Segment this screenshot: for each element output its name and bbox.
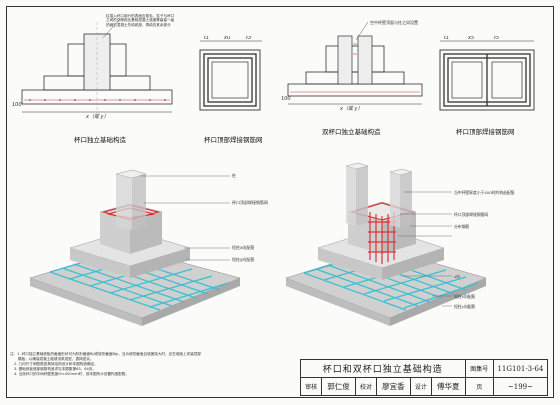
- iso-right-label-4: 短柱x向配筋: [454, 294, 476, 299]
- iso-left-label-3: 短柱y向配筋: [232, 256, 254, 262]
- iso-right-label-3: x向: [454, 274, 461, 279]
- dim-t5-right: t5: [494, 36, 499, 41]
- dim-100-left: 100: [12, 102, 22, 108]
- iso-right-label-0: 当中杯壁厚度小于400时的构造配筋: [454, 190, 515, 195]
- iso-right-label-5: 短柱y向配筋: [454, 304, 476, 309]
- double-cup-section: x（或 y） 100 空中杯壁顶面与柱之间设置: [282, 19, 423, 112]
- note-line: 模板，以确保混凝土能够浇筑成型、振捣密实。: [18, 357, 94, 361]
- check-label: 校对: [354, 377, 378, 396]
- iso-left-label-2: 短柱x向配筋: [232, 244, 254, 250]
- dim-xx-left: x（或 y）: [85, 113, 109, 120]
- single-cup-isometric: [29, 169, 241, 326]
- double-cup-isometric: [285, 162, 487, 326]
- single-cup-iso-leaders: 柱 杯口顶部焊接钢筋网 短柱x向配筋 短柱y向配筋: [140, 172, 268, 262]
- dim-t1-left: t1: [204, 36, 209, 41]
- notes-block: 注：1. 杯口独立基础底板的截面形状可为阶形截面BJj或坡形截面BJp，当为坡形…: [10, 352, 300, 377]
- dim-xx-right: x（或 y）: [339, 105, 363, 112]
- atlas-label: 图集号: [464, 359, 494, 378]
- caption-single-cup-section: 杯口独立基础构造: [74, 137, 126, 144]
- iso-left-label-1: 杯口顶部焊接钢筋网: [232, 199, 268, 205]
- caption-double-cup-section: 双杯口独立基础构造: [322, 129, 381, 136]
- double-cup-plan: t1 x5 t5: [439, 36, 535, 111]
- note-line: 4. 当双杯口的中间杯壁宽度t5<400mm时，按本图所示设置构造配筋。: [14, 372, 129, 376]
- caption-double-cup-mesh: 杯口顶部焊接钢筋网: [456, 129, 515, 136]
- note-line: 注：1. 杯口独立基础底板的截面形状可为阶形截面BJj或坡形截面BJp，当为坡形…: [10, 352, 201, 356]
- review-label: 审核: [299, 377, 323, 396]
- single-cup-callout: 柱插入杯口部分的表面应凿毛，柱子与杯口之间的空隙用比基础混凝土强度等级高一级的细…: [106, 14, 175, 27]
- drawing-title: 杯口和双杯口独立基础构造: [300, 359, 466, 378]
- single-cup-plan: t1 xu t3: [199, 36, 262, 111]
- checker-signature: 廖宜香: [376, 377, 411, 396]
- iso-right-label-1: 杯口顶部焊接钢筋网: [454, 212, 489, 217]
- page-number: ~199~: [492, 377, 549, 396]
- dim-xu-left: xu: [223, 36, 230, 41]
- double-cup-callout: 空中杯壁顶面与柱之间设置: [370, 19, 418, 25]
- title-block: 杯口和双杯口独立基础构造 图集号 11G101-3-64 审核 郭仁俊 校对 廖…: [299, 359, 549, 396]
- designer-signature: 傅华夏: [430, 377, 466, 396]
- sheet-frame: [6, 6, 554, 398]
- design-label: 设计: [409, 377, 432, 396]
- dim-t1-right: t1: [444, 36, 449, 41]
- page-label: 页: [464, 377, 494, 396]
- iso-left-label-0: 柱: [232, 172, 236, 178]
- atlas-number: 11G101-3-64: [492, 359, 549, 378]
- caption-single-cup-mesh: 杯口顶部焊接钢筋网: [204, 137, 263, 144]
- note-line: 2. 几何尺寸和配筋按具体结构设计和本图构造确定。: [14, 362, 98, 366]
- reviewer-signature: 郭仁俊: [321, 377, 356, 396]
- iso-right-label-2: 分布钢筋: [454, 224, 470, 229]
- dim-t3-left: t3: [246, 36, 251, 41]
- note-line: 3. 基础底板底部钢筋构造详见本图集第63、64页。: [14, 367, 96, 371]
- dim-x5-right: x5: [467, 36, 474, 41]
- dim-100-right: 100: [282, 96, 291, 102]
- single-cup-section: x（或 y） 100 柱插入杯口部分的表面应凿毛，柱子与杯口之间的空隙用比基础混…: [12, 14, 175, 120]
